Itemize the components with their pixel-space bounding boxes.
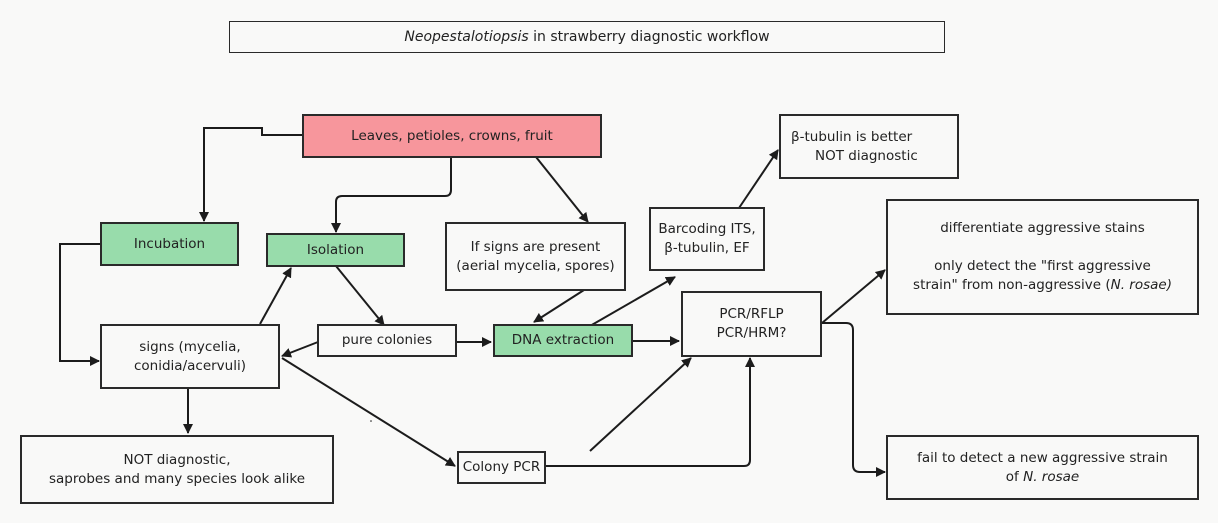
node-signs-present[interactable]: If signs are present (aerial mycelia, sp… [445, 222, 626, 291]
node-differentiate-line2: only detect the "first aggressive [934, 258, 1151, 274]
arrow-incubation-to-signs [59, 243, 101, 366]
node-btubulin-note[interactable]: β-tubulin is better NOT diagnostic [779, 114, 959, 179]
node-dna-extraction-label: DNA extraction [511, 332, 615, 348]
node-incubation-label: Incubation [133, 235, 206, 252]
arrow-source-to-signs-present [535, 156, 589, 223]
node-pure-colonies[interactable]: pure colonies [317, 324, 457, 357]
arrow-isolation-to-pure-colonies [335, 265, 385, 326]
node-signs[interactable]: signs (mycelia, conidia/acervuli) [100, 324, 280, 389]
arrow-dna-to-barcoding [589, 276, 676, 327]
node-differentiate-italic: N. rosae) [1110, 277, 1172, 293]
node-colony-pcr[interactable]: Colony PCR [457, 451, 546, 484]
arrow-colony-pcr-to-pcr-diagonal [589, 357, 692, 452]
node-not-diagnostic[interactable]: NOT diagnostic, saprobes and many specie… [20, 435, 334, 504]
node-dna-extraction[interactable]: DNA extraction [493, 324, 633, 357]
arrow-signs-to-isolation [259, 267, 292, 325]
node-fail-detect-line2: of [1005, 468, 1024, 485]
node-fail-detect-line1: fail to detect a new aggressive strain [917, 449, 1168, 466]
node-differentiate-line3: strain" from non-aggressive ( [913, 277, 1111, 293]
arrow-barcoding-to-btubulin-note [738, 149, 779, 209]
node-source-label: Leaves, petioles, crowns, fruit [351, 127, 553, 144]
arrow-source-to-incubation [199, 127, 303, 222]
node-differentiate-line1: differentiate aggressive stains [940, 220, 1145, 236]
title-text: in strawberry diagnostic workflow [528, 28, 770, 45]
node-differentiate[interactable]: differentiate aggressive stains only det… [886, 199, 1199, 315]
node-pcr-rflp[interactable]: PCR/RFLP PCR/HRM? [681, 291, 822, 357]
node-fail-detect[interactable]: fail to detect a new aggressive strain o… [886, 435, 1199, 500]
node-fail-detect-italic: N. rosae [1023, 468, 1080, 485]
node-incubation[interactable]: Incubation [100, 222, 239, 266]
arrow-pcr-to-fail-detect [822, 322, 886, 477]
arrow-colony-pcr-to-pcr-elbow [545, 357, 755, 467]
node-colony-pcr-label: Colony PCR [462, 459, 541, 475]
arrow-source-to-isolation [331, 157, 452, 233]
title-italic: Neopestalotiopsis [404, 28, 529, 45]
arrow-pcr-to-differentiate [821, 269, 886, 324]
arrow-signs-to-colony-pcr [281, 357, 456, 467]
node-source[interactable]: Leaves, petioles, crowns, fruit [302, 114, 602, 158]
node-pure-colonies-label: pure colonies [341, 332, 433, 348]
diagram-title: Neopestalotiopsis in strawberry diagnost… [229, 21, 945, 53]
node-not-diagnostic-label: NOT diagnostic, saprobes and many specie… [48, 451, 306, 487]
node-btubulin-line1: β-tubulin is better [791, 128, 913, 145]
node-pcr-rflp-label: PCR/RFLP PCR/HRM? [716, 306, 787, 341]
node-barcoding[interactable]: Barcoding ITS, β-tubulin, EF [649, 207, 765, 271]
node-isolation-label: Isolation [306, 241, 365, 258]
arrow-signs-present-to-dna [533, 289, 585, 323]
node-signs-label: signs (mycelia, conidia/acervuli) [134, 338, 246, 374]
node-signs-present-label: If signs are present (aerial mycelia, sp… [456, 238, 615, 274]
node-barcoding-label: Barcoding ITS, β-tubulin, EF [658, 221, 756, 256]
arrow-pure-colonies-to-signs [281, 341, 319, 358]
node-isolation[interactable]: Isolation [266, 233, 405, 267]
stray-dot [370, 420, 372, 422]
node-btubulin-line2: NOT diagnostic [815, 147, 918, 164]
